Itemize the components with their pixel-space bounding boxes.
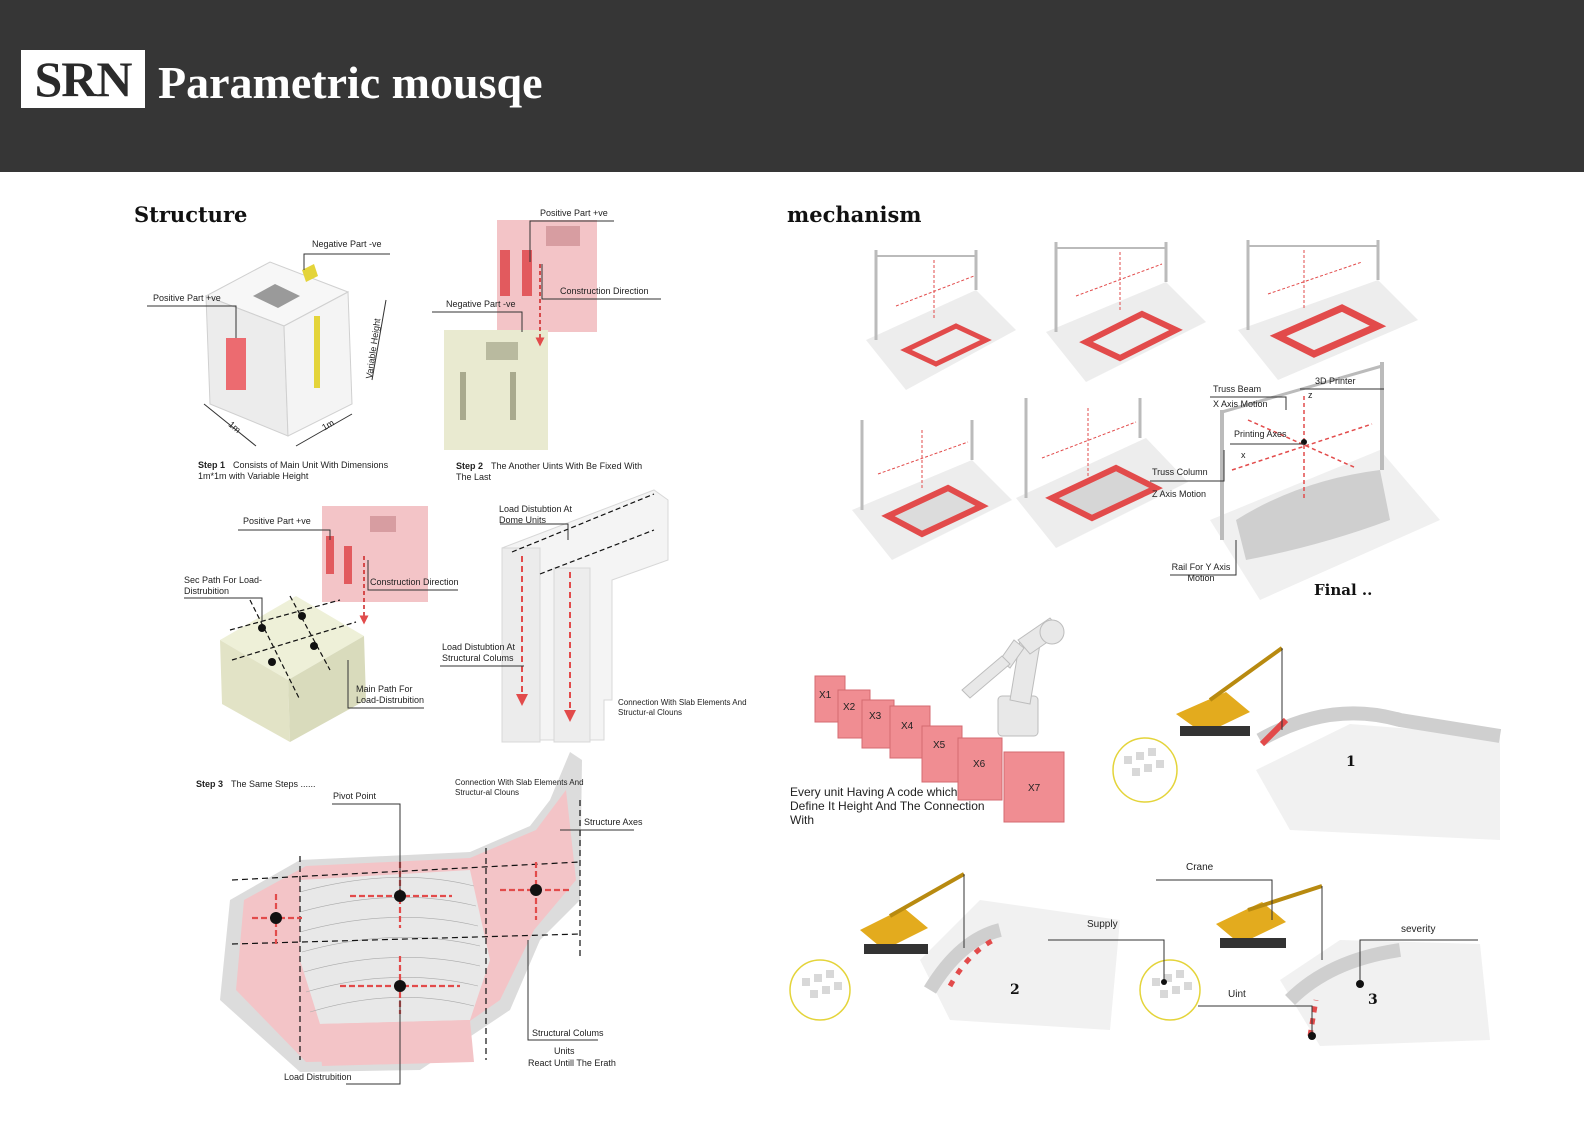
- step2-label: Step 2: [456, 461, 484, 471]
- supply-label: Supply: [1087, 919, 1118, 930]
- step2-text: The Another Uints With Be Fixed With The…: [456, 461, 643, 482]
- dome-load-label: Load Distubtion At Dome Units: [499, 504, 573, 525]
- plan-connection-label: Connection With Slab Elements And Struct…: [455, 778, 584, 797]
- page-title: Parametric mousqe: [158, 57, 543, 108]
- stacked-units-2: [444, 220, 597, 450]
- pivot-point-label: Pivot Point: [333, 791, 377, 801]
- step3-caption: Step 3 The Same Steps ......: [196, 779, 396, 790]
- columns-load-label: Load Distubtion At Structural Colums: [442, 642, 516, 663]
- truss-column-label: Truss Column: [1152, 467, 1208, 477]
- final-label: Final ..: [1314, 581, 1373, 599]
- code-x4: X4: [901, 721, 914, 732]
- diagram-illustrations: [147, 220, 1502, 1085]
- crane-dots: [1161, 979, 1364, 1040]
- units-label: Units: [554, 1046, 575, 1056]
- severity-label: severity: [1401, 924, 1436, 935]
- code-x7: X7: [1028, 783, 1041, 794]
- stage-2-number: 2: [1010, 982, 1020, 998]
- cube3-construction-label: Construction Direction: [370, 577, 459, 587]
- printer-label: 3D Printer: [1315, 376, 1356, 386]
- dome-leaders: [440, 523, 569, 667]
- cube3-main-path-label: Main Path For Load-Distrubition: [356, 684, 425, 705]
- cube3-sec-path-label: Sec Path For Load-Distrubition: [184, 575, 263, 596]
- printing-axes-label: Printing Axes: [1234, 429, 1287, 439]
- react-label: React Untill The Erath: [528, 1058, 616, 1068]
- load-distribution-label: Load Distrubition: [284, 1072, 352, 1082]
- dome-connection-label: Connection With Slab Elements And Struct…: [618, 698, 747, 717]
- cube1-negative-label: Negative Part -ve: [312, 239, 382, 249]
- main-unit-cube: [204, 261, 353, 437]
- crane-leaders: [1048, 879, 1478, 1036]
- step1-label: Step 1: [198, 460, 226, 470]
- mechanism-heading: mechanism: [787, 202, 922, 227]
- code-x5: X5: [933, 740, 946, 751]
- step1-text: Consists of Main Unit With Dimensions 1m…: [198, 460, 389, 481]
- structure-heading: Structure: [134, 202, 248, 227]
- code-note: Every unit Having A code which Define It…: [790, 785, 985, 827]
- axis-x-label: x: [1241, 450, 1246, 460]
- code-x2: X2: [843, 702, 856, 713]
- cube2-leaders: [432, 220, 661, 332]
- code-x1: X1: [819, 690, 832, 701]
- printer-frames: [852, 240, 1440, 600]
- uint-label: Uint: [1228, 989, 1246, 1000]
- coded-units-row: [814, 675, 1065, 823]
- srn-logo: SRN: [21, 50, 145, 108]
- cube3-positive-label: Positive Part +ve: [243, 516, 311, 526]
- cube2-construction-label: Construction Direction: [560, 286, 649, 296]
- code-x3: X3: [869, 711, 882, 722]
- structural-columns-label: Structural Colums: [532, 1028, 604, 1038]
- cube1-positive-label: Positive Part +ve: [153, 293, 221, 303]
- z-axis-motion-label: Z Axis Motion: [1152, 489, 1207, 499]
- crane-scene-3: [1139, 884, 1490, 1046]
- crane-scene-2: [789, 872, 1120, 1030]
- x-axis-motion-label: X Axis Motion: [1213, 399, 1268, 409]
- cube2-negative-label: Negative Part -ve: [446, 299, 516, 309]
- dome-plan-assembly: [220, 752, 582, 1072]
- step3-text: The Same Steps ......: [231, 779, 316, 789]
- crane-label: Crane: [1186, 862, 1214, 873]
- plan-leaders: [332, 803, 634, 1085]
- cube2-positive-label: Positive Part +ve: [540, 208, 608, 218]
- crane-scene-1: [1112, 646, 1502, 840]
- stage-1-number: 1: [1346, 754, 1356, 770]
- structure-axes-label: Structure Axes: [584, 817, 643, 827]
- truss-beam-label: Truss Beam: [1213, 384, 1262, 394]
- cube1-leaders: [147, 253, 390, 447]
- header-bar: SRN Parametric mousqe: [0, 0, 1584, 172]
- dome-column-section: [501, 489, 669, 743]
- stage-3-number: 3: [1368, 992, 1378, 1008]
- final-printer-leaders: [1150, 388, 1384, 576]
- unit-assembly-3: [220, 506, 428, 742]
- step3-label: Step 3: [196, 779, 224, 789]
- rail-label: Rail For Y Axis Motion: [1171, 562, 1231, 583]
- robot-arm: [961, 617, 1065, 737]
- code-x6: X6: [973, 759, 986, 770]
- cube3-leaders: [184, 529, 458, 709]
- axis-z-label: z: [1308, 390, 1313, 400]
